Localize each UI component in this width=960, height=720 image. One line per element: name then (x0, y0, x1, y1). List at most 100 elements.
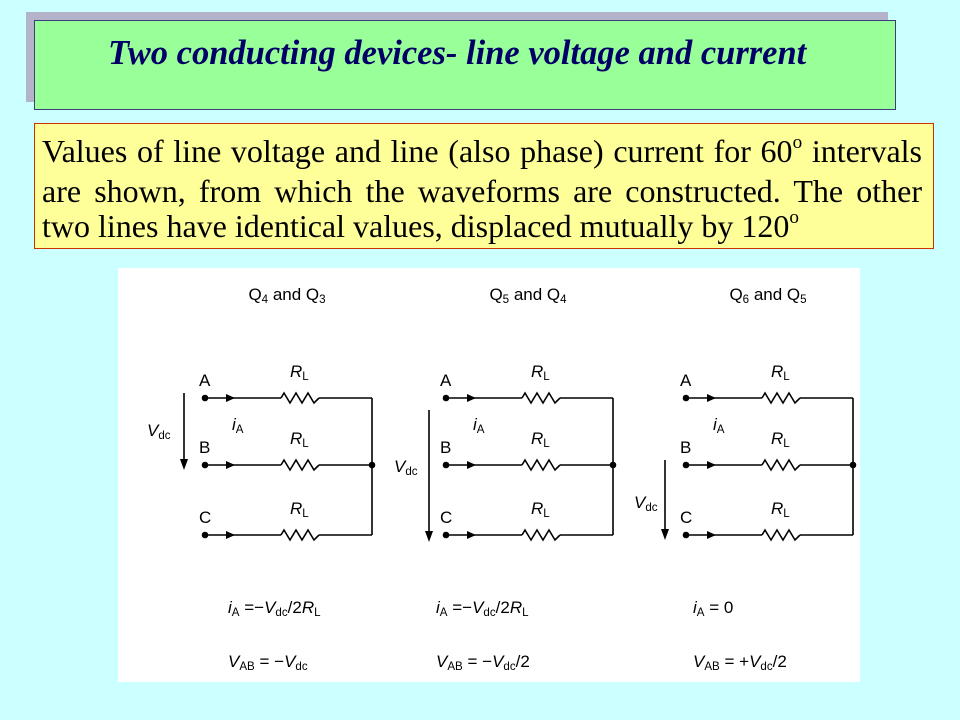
math-symbol: V (436, 651, 448, 671)
subscript: L (543, 438, 550, 451)
subscript: A (235, 424, 244, 437)
circuit-2-conducting-devices-heading: Q5 and Q4 (458, 286, 598, 306)
circuit-2-current-equation: iA =−Vdc/2RL (436, 599, 529, 619)
line-a-current-arrow-icon (707, 394, 716, 402)
circuit-2-source-label: Vdc (394, 458, 418, 478)
subscript: AB (239, 661, 255, 674)
resistor-c-symbol (761, 528, 801, 542)
text-run: = 0 (704, 597, 734, 617)
title-box: Two conducting devices- line voltage and… (34, 20, 896, 110)
math-symbol: i (232, 414, 236, 434)
subscript: AB (447, 661, 463, 674)
line-c-current-arrow-icon (467, 531, 476, 539)
subscript: dc (503, 661, 516, 674)
circuit-3-resistor-label-a: RL (771, 363, 790, 383)
subscript: A (439, 607, 448, 620)
circuit-2-current-label: iA (473, 416, 484, 436)
circuit-2-resistor-label-c: RL (531, 500, 550, 520)
terminal-c (682, 531, 690, 539)
terminal-a (201, 394, 209, 402)
circuit-1-source-label: Vdc (147, 422, 171, 442)
subscript: L (783, 438, 790, 451)
circuit-3-resistor-label-c: RL (771, 500, 790, 520)
text-run: = − (462, 651, 493, 671)
circuit-1-current-label: iA (232, 416, 243, 436)
subscript: 6 (742, 294, 750, 307)
subscript: L (543, 508, 550, 521)
subscript: dc (405, 466, 418, 479)
line-a-current-arrow-icon (467, 394, 476, 402)
terminal-b (201, 461, 209, 469)
line-b-current-arrow-icon (226, 461, 235, 469)
line-a-current-arrow-icon (226, 394, 235, 402)
line-c-current-arrow-icon (707, 531, 716, 539)
subscript: L (522, 607, 529, 620)
math-symbol: i (228, 597, 232, 617)
subscript: dc (158, 430, 171, 443)
line-b-current-arrow-icon (467, 461, 476, 469)
resistor-a-symbol (280, 391, 320, 405)
circuit-1-conducting-devices-heading: Q4 and Q3 (217, 286, 357, 306)
text-run: /2 (287, 597, 302, 617)
resistor-c-symbol (280, 528, 320, 542)
math-symbol: V (228, 651, 240, 671)
subscript: 3 (319, 294, 326, 307)
terminal-b (682, 461, 690, 469)
math-symbol: R (531, 428, 544, 448)
circuit-1-line-label-c: C (199, 507, 212, 527)
math-symbol: V (472, 597, 484, 617)
circuit-1-resistor-label-c: RL (290, 500, 309, 520)
math-symbol: V (749, 651, 761, 671)
subscript: L (302, 438, 309, 451)
superscript: o (792, 131, 803, 153)
circuit-2-voltage-equation: VAB = −Vdc/2 (436, 653, 530, 673)
subscript: A (716, 424, 725, 437)
math-symbol: i (713, 414, 717, 434)
resistor-a-symbol (521, 391, 561, 405)
text-run: /2 (515, 651, 530, 671)
dc-source-arrow-icon (425, 531, 433, 542)
math-symbol: R (771, 361, 784, 381)
line-c-current-arrow-icon (226, 531, 235, 539)
terminal-a (682, 394, 690, 402)
dc-source-arrow-icon (661, 529, 669, 540)
circuit-3-voltage-equation: VAB = +Vdc/2 (693, 653, 787, 673)
resistor-b-symbol (761, 458, 801, 472)
subscript: dc (645, 502, 658, 515)
circuit-2-line-label-c: C (440, 507, 453, 527)
circuit-1-voltage-equation: VAB = −Vdc (228, 653, 308, 673)
math-symbol: V (492, 651, 504, 671)
circuit-1-resistor-label-a: RL (290, 363, 309, 383)
dc-source-arrow-icon (180, 459, 188, 470)
subscript: L (302, 508, 309, 521)
subscript: 5 (800, 294, 807, 307)
text-run: Values of line voltage and line (also ph… (42, 133, 793, 169)
star-point-node (849, 461, 857, 469)
subscript: A (696, 607, 705, 620)
math-symbol: i (436, 597, 440, 617)
math-symbol: V (284, 651, 296, 671)
subscript: A (231, 607, 240, 620)
text-run: =− (447, 597, 473, 617)
text-run: = + (719, 651, 750, 671)
terminal-c (442, 531, 450, 539)
terminal-a (442, 394, 450, 402)
subscript: 4 (560, 294, 567, 307)
circuit-3-line-label-a: A (680, 370, 692, 390)
subscript: dc (295, 661, 308, 674)
math-symbol: V (634, 492, 646, 512)
circuit-3 (661, 391, 857, 542)
terminal-c (201, 531, 209, 539)
math-symbol: R (509, 597, 523, 617)
math-symbol: R (290, 498, 303, 518)
subscript: dc (483, 607, 496, 620)
math-symbol: R (771, 428, 784, 448)
circuit-1 (180, 391, 376, 542)
text-run: Q (248, 284, 262, 304)
math-symbol: i (473, 414, 477, 434)
text-run: and Q (509, 284, 561, 304)
circuit-3-line-label-c: C (680, 507, 693, 527)
star-point-node (609, 461, 617, 469)
text-run: Q (489, 284, 503, 304)
line-b-current-arrow-icon (707, 461, 716, 469)
